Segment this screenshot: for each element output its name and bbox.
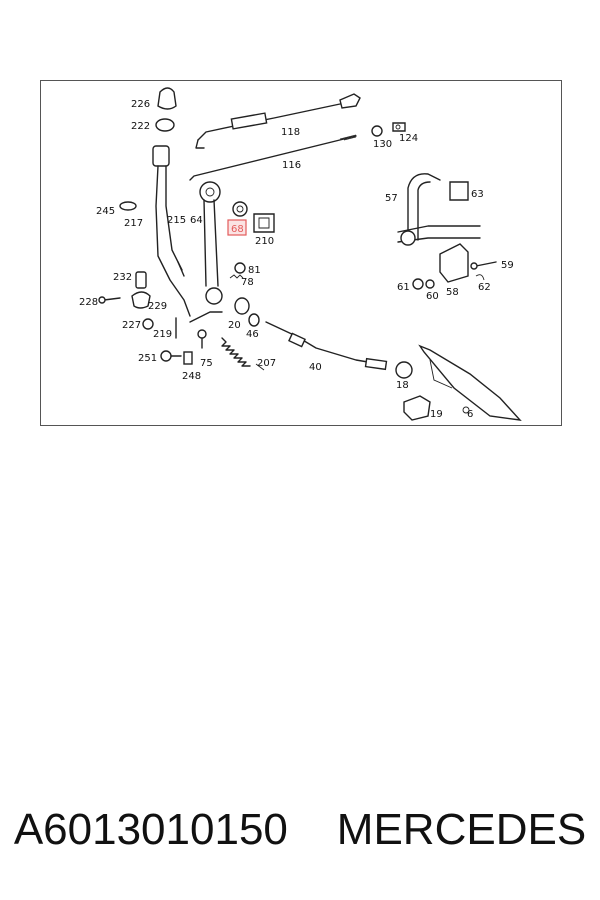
lever-64 (189, 181, 223, 323)
label-68: 68 (231, 224, 244, 235)
nut-61 (412, 278, 424, 290)
label-210: 210 (255, 236, 274, 247)
label-61: 61 (397, 282, 410, 293)
washer-245 (119, 201, 137, 211)
label-62: 62 (478, 282, 491, 293)
bar-57 (397, 173, 481, 246)
label-19: 19 (430, 409, 443, 420)
label-227: 227 (122, 320, 141, 331)
label-226: 226 (131, 99, 150, 110)
ring-46 (248, 313, 260, 327)
label-64: 64 (190, 215, 203, 226)
diagram-frame (40, 80, 562, 426)
clip-210 (253, 213, 275, 233)
nut-81 (234, 262, 246, 274)
clip-124 (392, 122, 406, 132)
label-60: 60 (426, 291, 439, 302)
rod-116 (189, 134, 357, 181)
label-251: 251 (138, 353, 157, 364)
label-116: 116 (282, 160, 301, 171)
lever-215 (152, 145, 191, 317)
label-207: 207 (257, 358, 276, 369)
boot-222 (155, 118, 175, 132)
label-245: 245 (96, 206, 115, 217)
label-217: 217 (124, 218, 143, 229)
rod-118 (195, 93, 361, 149)
bushing-18 (395, 361, 413, 379)
label-57: 57 (385, 193, 398, 204)
pad-19 (403, 395, 431, 421)
knob-226 (157, 87, 177, 110)
label-118: 118 (281, 127, 300, 138)
parts-diagram: 226 222 118 130 124 116 57 63 245 217 21… (40, 80, 562, 426)
label-40: 40 (309, 362, 322, 373)
label-130: 130 (373, 139, 392, 150)
part-labels: 226 222 118 130 124 116 57 63 245 217 21… (79, 99, 514, 420)
label-46: 46 (246, 329, 259, 340)
bolt-232 (135, 271, 147, 289)
bracket-229 (131, 291, 151, 309)
bushing-20 (234, 297, 250, 315)
clip-62 (475, 274, 485, 281)
label-81: 81 (248, 265, 261, 276)
spring-78 (229, 274, 244, 279)
diagram-drawing: 226 222 118 130 124 116 57 63 245 217 21… (79, 87, 522, 421)
label-58: 58 (446, 287, 459, 298)
label-222: 222 (131, 121, 150, 132)
label-232: 232 (113, 272, 132, 283)
part-caption: A6013010150 MERCEDES (0, 800, 600, 860)
washer-60 (425, 279, 435, 289)
label-219: 219 (153, 329, 172, 340)
label-248: 248 (182, 371, 201, 382)
label-215: 215 (167, 215, 186, 226)
label-6: 6 (467, 409, 473, 420)
bolt-251 (160, 350, 182, 362)
spring-207 (221, 337, 265, 371)
nut-227 (142, 318, 154, 330)
part-number: A6013010150 (13, 805, 288, 854)
pedal-6 (418, 344, 522, 421)
clip-63 (449, 181, 469, 201)
label-229: 229 (148, 301, 167, 312)
label-228: 228 (79, 297, 98, 308)
highlight-box-68 (227, 219, 247, 236)
bracket-58 (439, 243, 469, 283)
screw-228 (98, 296, 121, 304)
label-75: 75 (200, 358, 213, 369)
label-63: 63 (471, 189, 484, 200)
label-59: 59 (501, 260, 514, 271)
bolt-75 (197, 329, 207, 349)
brand-name: MERCEDES (336, 805, 587, 854)
label-18: 18 (396, 380, 409, 391)
clip-248 (183, 351, 193, 365)
bolt-59 (470, 261, 497, 270)
label-20: 20 (228, 320, 241, 331)
nut-130 (371, 125, 383, 137)
label-78: 78 (241, 277, 254, 288)
label-124: 124 (399, 133, 418, 144)
rod-40 (265, 321, 388, 371)
bushing-68 (232, 201, 248, 217)
